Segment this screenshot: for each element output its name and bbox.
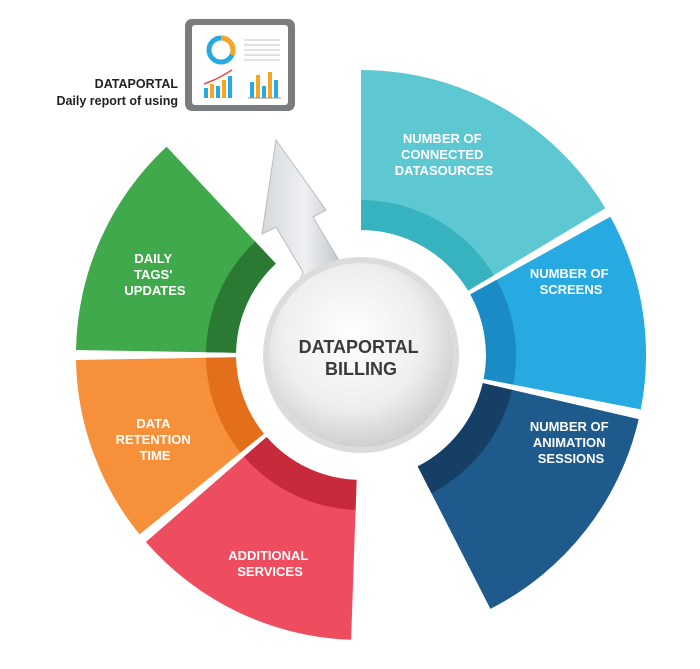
report-tablet-icon <box>185 19 295 111</box>
segment-daily-tags: DAILY TAGS' UPDATES <box>76 146 276 353</box>
segment-screens-label: NUMBER OF SCREENS <box>530 266 612 297</box>
report-subtitle: Daily report of using <box>56 94 178 108</box>
segment-animation-sessions-shape <box>417 383 639 609</box>
segment-datasources-label: NUMBER OF CONNECTED DATASOURCES <box>395 131 494 178</box>
segment-datasources: NUMBER OF CONNECTED DATASOURCES <box>361 70 606 291</box>
segment-additional-services: ADDITIONAL SERVICES <box>145 437 357 640</box>
segment-daily-tags-label: DAILY TAGS' UPDATES <box>124 251 185 298</box>
segment-data-retention-label: DATA RETENTION TIME <box>116 416 195 463</box>
segment-animation-sessions-shade <box>417 383 512 494</box>
center-title: DATAPORTAL BILLING <box>299 337 424 379</box>
segment-data-retention: DATA RETENTION TIME <box>76 357 264 535</box>
segment-data-retention-shade <box>206 357 264 453</box>
segment-animation-sessions-label: NUMBER OF ANIMATION SESSIONS <box>530 419 612 466</box>
report-title: DATAPORTAL <box>95 77 179 91</box>
arrow-to-report <box>261 138 341 288</box>
segment-animation-sessions: NUMBER OF ANIMATION SESSIONS <box>417 383 639 609</box>
segment-additional-services-shade <box>244 437 357 510</box>
center-hub <box>269 263 453 447</box>
segment-daily-tags-shade <box>206 241 276 353</box>
segment-screens-shade <box>470 279 517 385</box>
segment-datasources-shade <box>361 200 494 291</box>
segment-screens: NUMBER OF SCREENS <box>470 216 647 410</box>
segment-additional-services-label: ADDITIONAL SERVICES <box>228 548 312 579</box>
segment-daily-tags-shape <box>76 146 276 353</box>
